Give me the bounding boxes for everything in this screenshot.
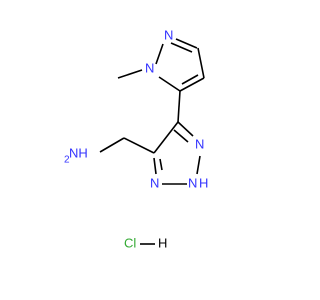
bond-n2-c3 (175, 38, 198, 49)
bond-c4-c5-double (181, 74, 199, 85)
bond-n1-c5t (153, 157, 157, 175)
bond-c4t-n3-double (173, 129, 189, 143)
bond-methyl (117, 69, 143, 79)
atom-n-pyrazole-1: N (145, 60, 154, 75)
structure-drawing: N N N N N H NH 2 Cl H (64, 27, 208, 250)
atom-nh2-subscript: 2 (64, 155, 70, 166)
atom-n-triazole-3: N (195, 136, 204, 151)
bond-rings (177, 90, 181, 123)
bond-c4-c5 (179, 77, 205, 92)
bond-ch2-n (99, 137, 125, 153)
bond-n2-c3-double (170, 42, 193, 53)
atom-nh2: NH (69, 145, 88, 160)
bond-n1-c5t-double (159, 158, 163, 171)
atom-cl: Cl (124, 235, 136, 250)
bond-c5t-c4t (153, 121, 179, 154)
bond-ring-ch2 (123, 137, 155, 154)
bond-c3-c4 (197, 47, 205, 79)
bond-c4t-n3 (177, 121, 194, 137)
atom-n-triazole-1: N (150, 175, 159, 190)
atom-h-triazole: H (199, 175, 208, 190)
molecule-diagram: N N N N N H NH 2 Cl H (64, 27, 208, 250)
bond-n1-n2 (155, 43, 164, 65)
atom-n-triazole-2h: N (188, 175, 197, 190)
atom-n-pyrazole-2: N (164, 27, 173, 42)
atom-h-hcl: H (158, 235, 167, 250)
bond-n3-n2h (196, 155, 201, 175)
bond-c5-n1 (158, 76, 181, 92)
